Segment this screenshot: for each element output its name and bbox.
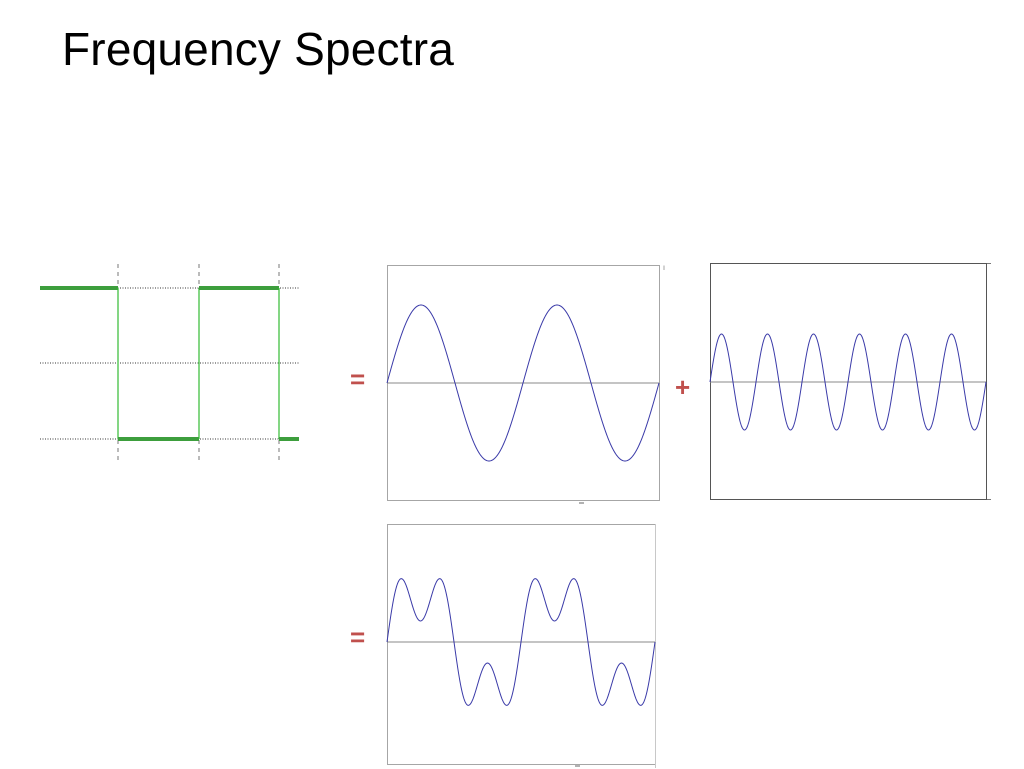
plot-frame xyxy=(387,524,656,765)
harmonic-sine-plot xyxy=(709,263,991,500)
harmonic-sine-curve xyxy=(709,333,987,431)
plus-sign: + xyxy=(675,372,691,402)
equals-sign: = xyxy=(350,364,366,394)
fundamental-sine-plot xyxy=(386,265,665,504)
equals-sign: = xyxy=(350,622,366,652)
sum-waveform-plot xyxy=(386,524,656,768)
sum-waveform-curve xyxy=(386,578,656,706)
slide-title: Frequency Spectra xyxy=(62,23,455,75)
fundamental-sine-curve xyxy=(386,304,660,462)
square-wave-guides xyxy=(40,264,300,460)
square-wave-trace xyxy=(40,286,299,441)
square-wave-graph xyxy=(40,264,300,460)
